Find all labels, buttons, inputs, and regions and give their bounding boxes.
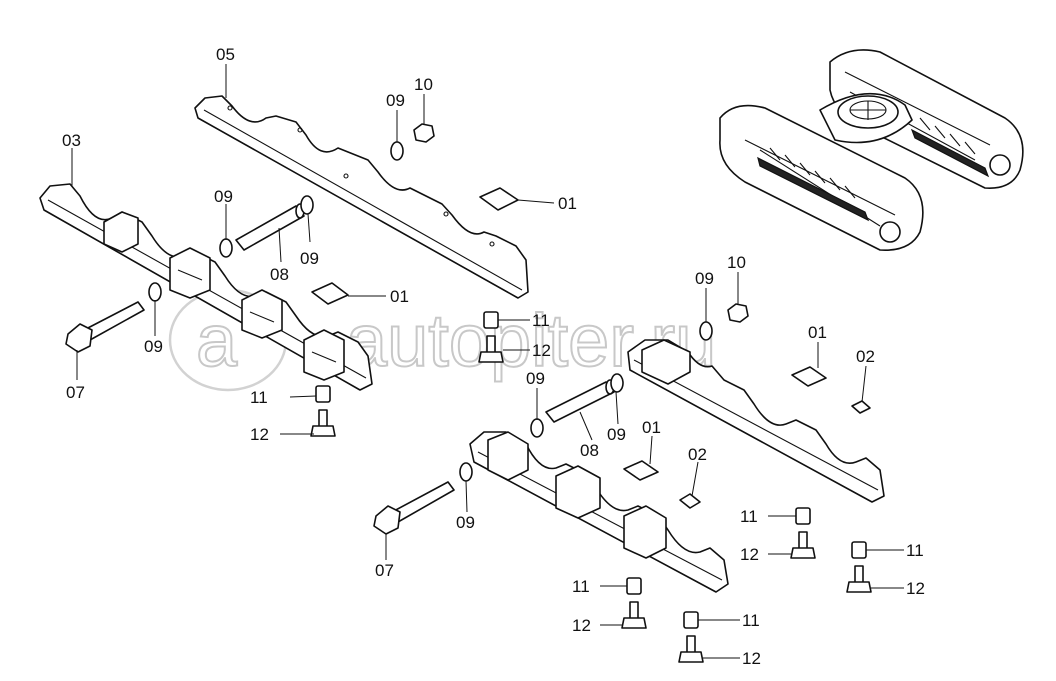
- plates: [311, 187, 871, 509]
- callout-08: 08: [270, 265, 289, 284]
- callout-11: 11: [532, 311, 550, 330]
- callout-09: 09: [607, 425, 626, 444]
- callout-09: 09: [386, 91, 405, 110]
- callout-08: 08: [580, 441, 599, 460]
- callout-11: 11: [572, 577, 590, 596]
- spacer-pins: [235, 203, 615, 423]
- callout-09: 09: [456, 513, 475, 532]
- callout-11: 11: [250, 388, 268, 407]
- callout-12: 12: [740, 545, 759, 564]
- callout-09: 09: [214, 187, 233, 206]
- callout-10: 10: [414, 75, 433, 94]
- callout-09: 09: [144, 337, 163, 356]
- leader-lines: [71, 64, 904, 659]
- callout-01: 01: [558, 194, 577, 213]
- undercarriage-inset: [719, 49, 1024, 251]
- callout-11: 11: [906, 541, 924, 560]
- track-guard-03: [39, 183, 373, 391]
- callout-03: 03: [62, 131, 81, 150]
- callout-12: 12: [532, 341, 551, 360]
- washers: [148, 141, 713, 482]
- callout-02: 02: [856, 347, 875, 366]
- callout-05: 05: [216, 45, 235, 64]
- callout-labels: 05 10 09 03 01 09 08 09 01 09 07 11 12 1…: [62, 45, 925, 668]
- callout-12: 12: [250, 425, 269, 444]
- callout-09: 09: [526, 369, 545, 388]
- track-guard-right-upper: [627, 339, 885, 503]
- callout-01: 01: [390, 287, 409, 306]
- callout-07: 07: [66, 383, 85, 402]
- callout-09: 09: [695, 269, 714, 288]
- callout-11: 11: [740, 507, 758, 526]
- nuts: [413, 123, 749, 323]
- track-guard-05: [194, 95, 529, 299]
- callout-02: 02: [688, 445, 707, 464]
- track-chain: [757, 117, 990, 222]
- track-guard-right-lower: [469, 431, 729, 593]
- callout-10: 10: [727, 253, 746, 272]
- callout-11: 11: [742, 611, 760, 630]
- bolts-07: [65, 301, 455, 535]
- callout-01: 01: [808, 323, 827, 342]
- callout-01: 01: [642, 418, 661, 437]
- callout-12: 12: [742, 649, 761, 668]
- callout-09: 09: [300, 249, 319, 268]
- bolts-12: [310, 335, 872, 663]
- callout-12: 12: [906, 579, 925, 598]
- callout-07: 07: [375, 561, 394, 580]
- callout-12: 12: [572, 616, 591, 635]
